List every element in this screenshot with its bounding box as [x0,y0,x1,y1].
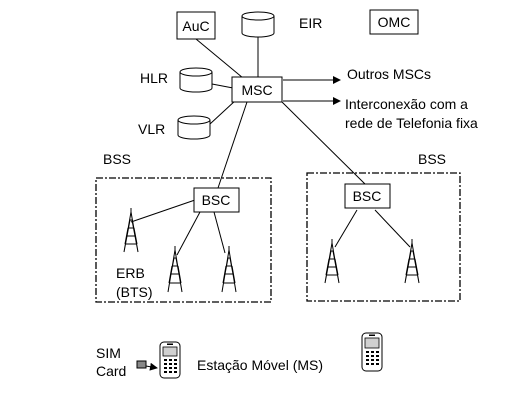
bsc-right-box [344,183,391,209]
link-bsc-left-bts-1 [130,199,196,223]
link-bsc-left-bts-2 [176,211,201,256]
bts-tower-icon [221,246,237,293]
link-msc-bsc-left [217,101,248,189]
bts-tower-icon [123,208,139,253]
interconexao-label-line2: rede de Telefonia fixa [345,115,478,131]
bts-tower-icon [404,239,420,284]
bss-left-label: BSS [103,151,131,167]
sim-card-icon [136,360,147,369]
sim-insert-arrow [145,362,158,371]
interconexao-label-line1: Interconexão com a [345,96,468,112]
auc-label: AuC [182,18,209,34]
outros-mscs-label: Outros MSCs [347,66,431,82]
vlr-label: VLR [138,121,165,137]
vlr-database-icon [177,115,211,140]
eir-label: EIR [299,15,322,31]
omc-label: OMC [378,14,411,30]
sim-label-line1: SIM [96,345,121,361]
bsc-left-box [193,187,240,213]
bts-tower-icon [324,239,340,284]
link-vlr-msc [209,99,237,125]
hlr-database-icon [179,67,213,93]
bss-right-group [306,172,461,302]
bsc-left-label: BSC [202,192,231,208]
bts-tower-icon [167,246,183,293]
link-bsc-left-bts-3 [213,211,226,254]
sim-label-line2: Card [96,363,126,379]
hlr-label: HLR [140,70,168,86]
mobile-phone-icon [159,341,181,379]
bss-right-label: BSS [418,151,446,167]
link-bsc-right-bts-1 [334,209,358,248]
erb-label-line2: (BTS) [116,284,153,300]
connection-lines [130,36,411,256]
bss-left-group [95,177,272,303]
link-bsc-right-bts-2 [374,209,411,248]
station-label: Estação Móvel (MS) [197,357,323,373]
msc-label: MSC [241,82,272,98]
link-auc-msc [195,38,244,79]
link-msc-bsc-right [281,101,366,185]
mobile-phone-icon [361,332,383,372]
bsc-right-label: BSC [353,188,382,204]
auc-box [176,11,216,40]
link-hlr-msc [211,83,234,89]
eir-database-icon [241,11,275,38]
omc-box [369,9,419,35]
erb-label-line1: ERB [116,265,145,281]
msc-box [231,76,283,103]
